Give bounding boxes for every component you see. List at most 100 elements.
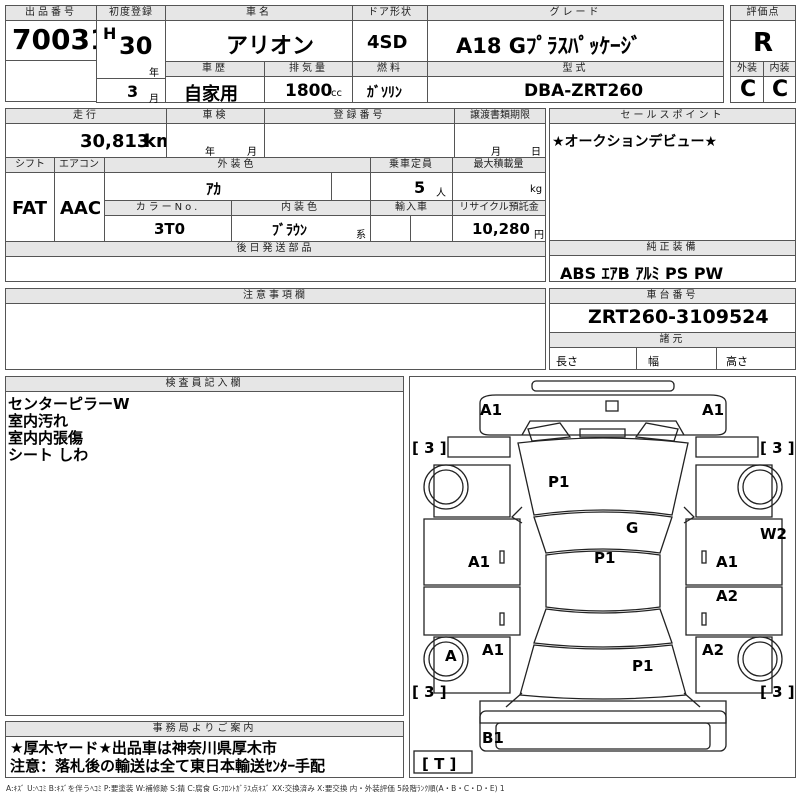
tire-front-left: [ 3 ]	[412, 439, 447, 457]
inspector-label: 検査員記入欄	[6, 377, 403, 392]
car-name: アリオン	[226, 34, 315, 59]
shift-label: シフト	[6, 158, 54, 173]
height-label: 高さ	[726, 355, 748, 368]
chassis-number: ZRT260-3109524	[588, 306, 769, 328]
history-label: 車歴	[166, 62, 264, 77]
displacement-box: 排気量 1800 cc	[264, 61, 353, 103]
color-no-label: カラーNo.	[105, 201, 231, 216]
spec-label: 諸元	[550, 332, 795, 348]
inspector-box: 検査員記入欄 センターピラーW 室内汚れ 室内内張傷 シート しわ	[5, 376, 404, 716]
ac: AAC	[60, 198, 102, 219]
grade-label: グレード	[428, 6, 723, 21]
chassis-box: 車台番号 ZRT260-3109524 諸元 長さ 幅 高さ	[549, 288, 796, 370]
first-registration-box: 初度登録 H 30 年 3 月	[96, 5, 166, 105]
reg-month: 3	[127, 82, 139, 101]
mark-g-windshield: G	[626, 519, 639, 537]
damage-diagram: A1 A1 P1 G P1 W2 A1 A1 A2 A A1 A2 P1 B1 …	[409, 376, 796, 778]
history: 自家用	[184, 84, 238, 105]
chassis-label: 車台番号	[550, 289, 795, 304]
office-notice-line1: ★厚木ヤード★出品車は神奈川県厚木市	[10, 739, 277, 757]
mileage-label: 走行	[6, 109, 166, 124]
registration-number-box: 登録番号	[264, 108, 455, 158]
inspection-label: 車検	[167, 109, 264, 124]
mark-a2-right-rear: A2	[702, 641, 725, 659]
max-load-unit: kg	[530, 184, 543, 195]
int-color: ﾌﾞﾗｳﾝ	[272, 223, 307, 239]
first-reg-label: 初度登録	[97, 6, 165, 21]
caution-label: 注意事項欄	[6, 289, 545, 304]
mileage: 30,813	[80, 131, 150, 152]
fuel-box: 燃料 ｶﾞｿﾘﾝ	[352, 61, 428, 103]
recycle-unit: 円	[534, 230, 544, 241]
later-parts-box: 後日発送部品	[5, 241, 546, 282]
doc-deadline-box: 譲渡書類期限 月 日	[454, 108, 546, 158]
tire-front-right: [ 3 ]	[760, 439, 795, 457]
history-box: 車歴 自家用	[165, 61, 265, 105]
grade-box: グレード A18 Gﾌﾟﾗｽﾊﾟｯｹｰｼﾞ	[427, 5, 724, 62]
registration-number-label: 登録番号	[265, 109, 454, 124]
ext-color-label: 外装色	[104, 158, 370, 173]
lot-blank-box	[5, 60, 97, 102]
int-color-unit: 系	[356, 230, 366, 241]
inspection-box: 車検 年 月	[166, 108, 265, 158]
exterior-label: 外装	[731, 62, 763, 77]
reg-year-unit: 年	[149, 68, 159, 79]
interior-label: 内装	[764, 62, 795, 77]
inspector-note: 室内内張傷	[8, 429, 84, 447]
inspector-note: センターピラーW	[8, 395, 130, 413]
mark-a1-left-mid: A1	[468, 553, 491, 571]
model-label: 型式	[428, 62, 723, 77]
mark-p1-roof: P1	[594, 549, 616, 567]
score-label: 評価点	[731, 6, 795, 21]
inspector-note: シート しわ	[8, 446, 89, 464]
reg-month-unit: 月	[149, 94, 159, 105]
spare-tire: [ T ]	[422, 755, 457, 773]
inspector-note: 室内汚れ	[8, 412, 69, 430]
interior-grade: C	[772, 77, 789, 102]
mark-p1-hood: P1	[548, 473, 570, 491]
color-no: 3T0	[154, 220, 186, 238]
mark-a1-front-left: A1	[480, 401, 503, 419]
tire-rear-right: [ 3 ]	[760, 683, 795, 701]
car-outline-svg	[413, 380, 783, 774]
equipment-label: 純正装備	[550, 241, 795, 256]
exterior-grade: C	[740, 77, 757, 102]
lot-number-label: 出品番号	[6, 6, 96, 21]
import-label: 輸入車	[371, 201, 452, 216]
exterior-box: 外装 C	[730, 61, 764, 103]
length-label: 長さ	[556, 355, 578, 368]
interior-box: 内装 C	[763, 61, 796, 103]
later-parts-label: 後日発送部品	[6, 242, 545, 257]
mark-a1-front-right: A1	[702, 401, 725, 419]
doc-deadline-label: 譲渡書類期限	[455, 109, 545, 124]
lot-number-box: 出品番号 70031	[5, 5, 109, 61]
model-box: 型式 DBA-ZRT260	[427, 61, 724, 103]
mark-a1-right-mid: A1	[716, 553, 739, 571]
inspection-year-unit: 年	[205, 147, 215, 158]
equipment: ABS ｴｱB ｱﾙﾐ PS PW	[560, 264, 724, 283]
office-notice-label: 事務局よりご案内	[6, 722, 403, 737]
sales-point-box: セールスポイント ★オークションデビュー★ 純正装備 ABS ｴｱB ｱﾙﾐ P…	[549, 108, 796, 283]
score: R	[753, 28, 774, 58]
fuel-label: 燃料	[353, 62, 427, 77]
capacity-label: 乗車定員	[370, 158, 452, 173]
era: H	[103, 24, 117, 43]
sales-point: ★オークションデビュー★	[552, 134, 718, 150]
doc-month-unit: 月	[491, 147, 501, 158]
ac-label: エアコン	[54, 158, 104, 173]
shift: FAT	[12, 198, 48, 219]
capacity-unit: 人	[436, 188, 446, 199]
office-notice-box: 事務局よりご案内 ★厚木ヤード★出品車は神奈川県厚木市 注意：落札後の輸送は全て…	[5, 721, 404, 778]
ext-color: ｱｶ	[206, 180, 222, 198]
spec-grid: シフト エアコン 外装色 乗車定員 最大積載量 FAT AAC ｱｶ 5 人 k…	[5, 157, 546, 242]
damage-legend: A:ｷｽﾞ U:ﾍｺﾐ B:ｷｽﾞを伴うﾍｺﾐ P:要塗装 W:補修跡 S:錆 …	[6, 784, 505, 793]
grade: A18 Gﾌﾟﾗｽﾊﾟｯｹｰｼﾞ	[456, 34, 642, 58]
door-label: ドア形状	[353, 6, 427, 21]
recycle-fee: 10,280	[472, 220, 530, 238]
lot-number: 70031	[12, 23, 110, 56]
width-label: 幅	[648, 355, 659, 368]
model: DBA-ZRT260	[524, 81, 644, 101]
displacement: 1800	[285, 81, 333, 101]
mark-a2-right-mid: A2	[716, 587, 739, 605]
mark-a1-left-rear: A1	[482, 641, 505, 659]
